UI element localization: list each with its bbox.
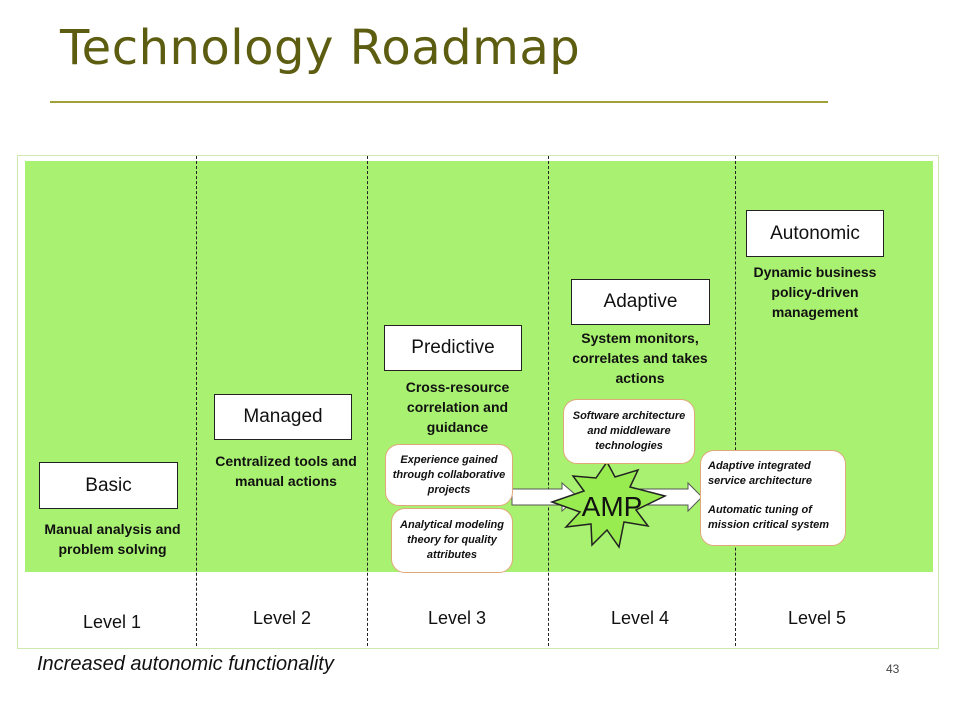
slide-title: Technology Roadmap bbox=[60, 20, 581, 76]
desc-line: guidance bbox=[426, 419, 489, 435]
stage-box-autonomic: Autonomic bbox=[746, 210, 884, 257]
desc-line: policy-driven bbox=[771, 284, 859, 300]
desc-line: correlates and takes bbox=[572, 350, 708, 366]
stage-desc-managed: Centralized tools and manual actions bbox=[200, 451, 372, 491]
amp-star-icon bbox=[549, 460, 668, 549]
desc-line: problem solving bbox=[58, 541, 167, 557]
note-software: Software architecture and middleware tec… bbox=[563, 399, 695, 464]
note-experience: Experience gained through collaborative … bbox=[385, 444, 513, 506]
note-line: mission critical system bbox=[708, 519, 830, 531]
note-line: Software architecture bbox=[572, 410, 686, 422]
stage-desc-adaptive: System monitors, correlates and takes ac… bbox=[555, 328, 725, 388]
stage-desc-predictive: Cross-resource correlation and guidance bbox=[380, 377, 535, 437]
level-label-1: Level 1 bbox=[83, 612, 142, 632]
note-line: Automatic tuning of bbox=[708, 504, 812, 516]
stage-desc-basic: Manual analysis and problem solving bbox=[30, 519, 195, 559]
desc-line: correlation and bbox=[406, 399, 509, 415]
footer-caption: Increased autonomic functionality bbox=[37, 653, 334, 675]
note-line: and middleware bbox=[587, 425, 671, 437]
stage-desc-autonomic: Dynamic business policy-driven managemen… bbox=[735, 262, 895, 322]
amp-label: AMP bbox=[582, 491, 643, 522]
title-underline bbox=[50, 101, 828, 103]
note-analytical: Analytical modeling theory for quality a… bbox=[391, 508, 513, 573]
note-adaptive-service: Adaptive integrated service architecture… bbox=[700, 450, 846, 546]
note-line: service architecture bbox=[708, 475, 812, 487]
note-line: technologies bbox=[595, 440, 663, 452]
note-line: Experience gained bbox=[400, 453, 498, 466]
note-line: theory for quality bbox=[407, 534, 497, 546]
note-line: attributes bbox=[426, 549, 478, 561]
desc-line: manual actions bbox=[235, 473, 337, 489]
desc-line: System monitors, bbox=[581, 330, 699, 346]
desc-line: Dynamic business bbox=[753, 264, 877, 280]
stage-box-managed: Managed bbox=[214, 394, 352, 440]
stage-box-predictive: Predictive bbox=[384, 325, 522, 371]
desc-line: actions bbox=[615, 370, 665, 386]
page-number: 43 bbox=[886, 662, 900, 676]
level-label-3: Level 3 bbox=[428, 608, 487, 628]
stage-box-basic: Basic bbox=[39, 462, 178, 509]
note-line: through collaborative bbox=[392, 468, 506, 481]
desc-line: Centralized tools and bbox=[215, 453, 357, 469]
level-label-5: Level 5 bbox=[788, 608, 847, 628]
level-divider-4 bbox=[735, 156, 736, 646]
level-divider-2 bbox=[367, 156, 368, 646]
level-label-2: Level 2 bbox=[253, 608, 312, 628]
note-line: projects bbox=[427, 483, 471, 496]
level-divider-3 bbox=[548, 156, 549, 646]
note-line: Analytical modeling bbox=[400, 519, 504, 531]
level-divider-1 bbox=[196, 156, 197, 646]
note-line: Adaptive integrated bbox=[708, 460, 811, 472]
desc-line: Manual analysis and bbox=[44, 521, 181, 537]
desc-line: management bbox=[771, 304, 859, 320]
desc-line: Cross-resource bbox=[405, 379, 510, 395]
stage-box-adaptive: Adaptive bbox=[571, 279, 710, 325]
level-label-4: Level 4 bbox=[611, 608, 670, 628]
